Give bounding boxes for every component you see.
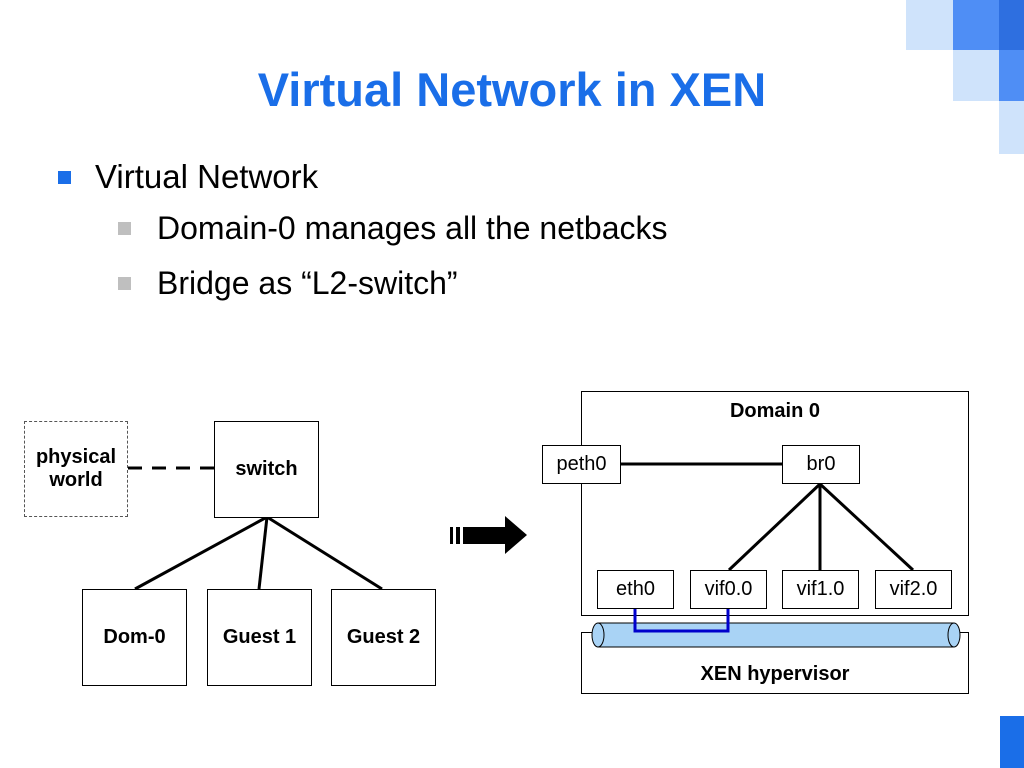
- guest1-label: Guest 1: [222, 626, 297, 648]
- dom0-label: Dom-0: [103, 626, 166, 648]
- vif20-label: vif2.0: [889, 578, 938, 600]
- bullet-level1: Virtual Network: [58, 158, 318, 196]
- square-bullet-icon: [118, 222, 131, 235]
- deco-square: [953, 0, 999, 50]
- tree-link: [257, 516, 269, 590]
- bridge-link: [818, 482, 915, 572]
- deco-square: [953, 50, 999, 101]
- vif00-label: vif0.0: [704, 578, 753, 600]
- physical-world-box: physical world: [24, 421, 128, 517]
- bullet-level2: Bridge as “L2-switch”: [118, 265, 458, 302]
- eth0-box: eth0: [597, 570, 674, 609]
- br0-label: br0: [806, 453, 836, 475]
- deco-square: [999, 0, 1024, 50]
- guest1-box: Guest 1: [207, 589, 312, 686]
- deco-square: [999, 50, 1024, 101]
- domain0-container: Domain 0: [581, 391, 969, 616]
- corner-decoration-bottom: [1000, 716, 1024, 768]
- bridge-link: [727, 482, 822, 572]
- square-bullet-icon: [58, 170, 71, 184]
- tree-link: [134, 515, 268, 591]
- peth0-box: peth0: [542, 445, 621, 484]
- vif10-label: vif1.0: [796, 578, 845, 600]
- eth0-label: eth0: [616, 578, 655, 600]
- domain0-label: Domain 0: [729, 400, 821, 422]
- switch-label: switch: [235, 458, 298, 480]
- vif00-box: vif0.0: [690, 570, 767, 609]
- hypervisor-label: XEN hypervisor: [700, 663, 850, 685]
- eth0-vif00-link: [633, 609, 730, 633]
- deco-square: [906, 0, 953, 50]
- bullet-text: Domain-0 manages all the netbacks: [157, 210, 668, 246]
- bullet-text: Virtual Network: [95, 158, 319, 195]
- physical-world-label: physical world: [35, 446, 117, 491]
- channel-left-cap: [591, 622, 605, 648]
- guest2-label: Guest 2: [346, 626, 421, 648]
- corner-decoration-top: [906, 0, 1024, 155]
- channel-right-cap: [947, 622, 961, 648]
- peth0-label: peth0: [556, 453, 607, 475]
- right-arrow-icon: [450, 516, 527, 554]
- vif10-box: vif1.0: [782, 570, 859, 609]
- switch-box: switch: [214, 421, 319, 518]
- square-bullet-icon: [118, 277, 131, 290]
- guest2-box: Guest 2: [331, 589, 436, 686]
- tree-link: [266, 515, 383, 591]
- deco-square: [999, 101, 1024, 154]
- vif20-box: vif2.0: [875, 570, 952, 609]
- slide-title: Virtual Network in XEN: [257, 63, 767, 116]
- bullet-text: Bridge as “L2-switch”: [157, 265, 458, 301]
- channel-body: [597, 622, 955, 648]
- br0-box: br0: [782, 445, 860, 484]
- dom0-box: Dom-0: [82, 589, 187, 686]
- bullet-level2: Domain-0 manages all the netbacks: [118, 210, 668, 247]
